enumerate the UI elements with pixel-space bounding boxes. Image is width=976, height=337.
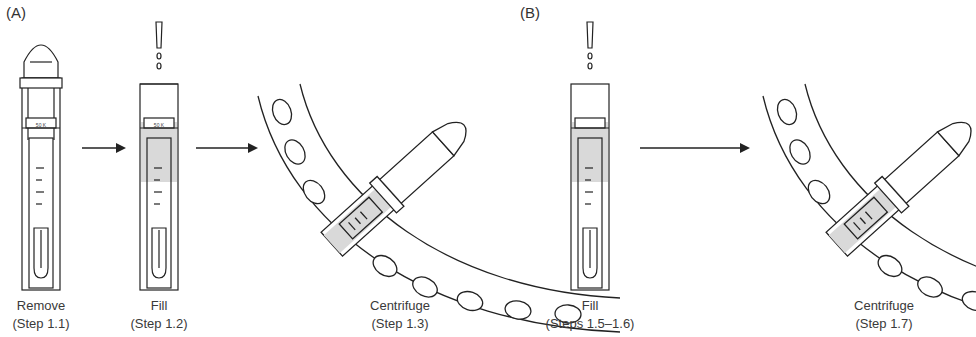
step-name: Fill bbox=[151, 298, 168, 313]
panel-letter: (B) bbox=[520, 4, 540, 21]
device-marking: 50 K bbox=[154, 122, 164, 128]
step-name: Centrifuge bbox=[854, 298, 914, 313]
step-name: Remove bbox=[17, 298, 65, 313]
step-number: (Step 1.1) bbox=[12, 316, 69, 331]
step-number: (Step 1.2) bbox=[130, 316, 187, 331]
step-name: Centrifuge bbox=[370, 298, 430, 313]
step-name: Fill bbox=[582, 298, 599, 313]
panel-letter: (A) bbox=[6, 4, 26, 21]
step-number: (Step 1.7) bbox=[855, 316, 912, 331]
step-number: (Step 1.3) bbox=[371, 316, 428, 331]
step-number: (Steps 1.5–1.6) bbox=[546, 316, 635, 331]
device-marking: 50 K bbox=[36, 122, 46, 128]
